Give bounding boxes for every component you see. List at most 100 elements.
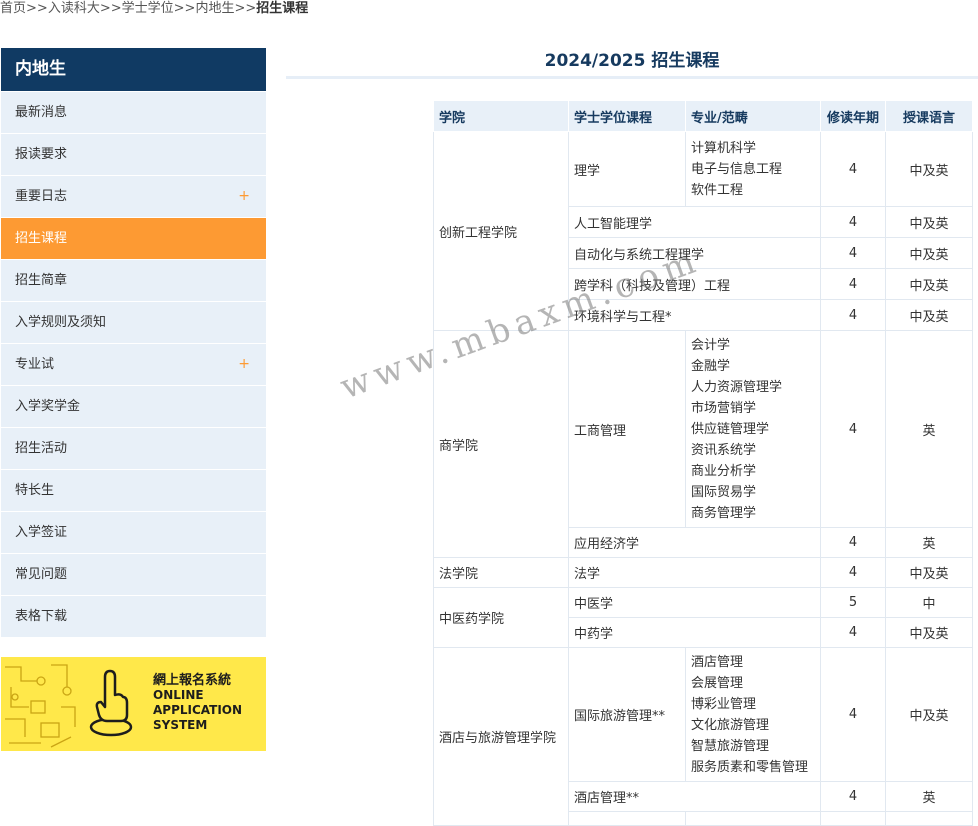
empty-cell	[568, 811, 686, 826]
major-item: 酒店管理	[691, 654, 744, 670]
language-cell: 中及英	[885, 299, 973, 331]
breadcrumb-separator: >>	[173, 1, 196, 16]
faculty-cell: 酒店与旅游管理学院	[433, 647, 569, 826]
sidebar-item-specialty-test[interactable]: 专业试 +	[1, 343, 266, 385]
sidebar-item-visa[interactable]: 入学签证	[1, 511, 266, 553]
programme-cell: 中药学	[568, 617, 821, 648]
breadcrumb-mainland-link[interactable]: 内地生	[195, 1, 235, 16]
table-row: 商学院 工商管理 会计学 金融学 人力资源管理学 市场营销学 供应链管理学 资讯…	[433, 330, 973, 558]
sidebar-title: 内地生	[1, 48, 266, 91]
sidebar-item-label: 重要日志	[15, 189, 68, 204]
programme-cell: 人工智能理学	[568, 206, 821, 238]
table-row: 人工智能理学 4 中及英	[434, 206, 973, 238]
programme-cell: 法学	[568, 557, 821, 588]
years-cell: 4	[820, 206, 886, 238]
language-cell: 中	[885, 587, 973, 618]
programme-cell: 环境科学与工程*	[568, 299, 821, 331]
table-row: 创新工程学院 理学 计算机科学 电子与信息工程 软件工程 4 中及英	[433, 131, 973, 331]
programme-cell: 酒店管理**	[568, 781, 821, 812]
major-item: 商务管理学	[691, 505, 757, 521]
breadcrumb-home-link[interactable]: 首页	[0, 1, 27, 16]
banner-title-en-line1: ONLINE	[153, 688, 204, 702]
empty-cell	[820, 811, 886, 826]
expand-plus-icon[interactable]: +	[238, 356, 250, 372]
years-cell: 4	[820, 131, 886, 207]
table-row: 自动化与系统工程理学 4 中及英	[434, 237, 973, 269]
language-cell: 中及英	[885, 268, 973, 300]
banner-title-en-line3: SYSTEM	[153, 718, 208, 732]
sidebar-item-faq[interactable]: 常见问题	[1, 553, 266, 595]
sidebar-item-activities[interactable]: 招生活动	[1, 427, 266, 469]
programme-cell: 工商管理	[568, 330, 686, 528]
major-item: 人力资源管理学	[691, 379, 783, 395]
programme-cell: 国际旅游管理**	[568, 647, 686, 782]
language-cell: 英	[885, 781, 973, 812]
table-row: 法学院 法学 4 中及英	[433, 557, 973, 588]
tech-pattern-icon	[5, 664, 76, 748]
breadcrumb-separator: >>	[26, 1, 48, 16]
major-item: 会计学	[691, 337, 731, 353]
empty-cell	[685, 811, 821, 826]
major-item: 国际贸易学	[691, 484, 757, 500]
expand-plus-icon[interactable]: +	[238, 188, 250, 204]
faculty-cell: 法学院	[433, 557, 569, 588]
language-cell: 中及英	[885, 206, 973, 238]
breadcrumb-separator: >>	[99, 1, 122, 16]
click-hand-icon	[89, 669, 133, 737]
programme-cell: 应用经济学	[568, 527, 821, 558]
faculty-cell: 中医药学院	[433, 587, 569, 648]
table-header-row: 学院 学士学位课程 专业/范畴 修读年期 授课语言	[433, 100, 973, 132]
sidebar: 内地生 最新消息 报读要求 重要日志 + 招生课程 招生简章 入学规则及须知 专业…	[1, 48, 266, 637]
sidebar-item-scholarship[interactable]: 入学奖学金	[1, 385, 266, 427]
major-item: 金融学	[691, 358, 731, 374]
header-major: 专业/范畴	[685, 100, 821, 132]
language-cell: 中及英	[885, 647, 973, 782]
sidebar-item-label: 入学规则及须知	[15, 315, 107, 330]
faculty-cell: 创新工程学院	[433, 131, 569, 331]
header-programme: 学士学位课程	[568, 100, 686, 132]
majors-cell: 会计学 金融学 人力资源管理学 市场营销学 供应链管理学 资讯系统学 商业分析学…	[685, 330, 821, 528]
sidebar-item-latest-news[interactable]: 最新消息	[1, 91, 266, 133]
sidebar-item-label: 报读要求	[15, 147, 68, 162]
online-application-banner[interactable]: 網上報名系統 ONLINE APPLICATION SYSTEM	[1, 657, 266, 751]
majors-cell: 计算机科学 电子与信息工程 软件工程	[685, 131, 821, 207]
faculty-cell: 商学院	[433, 330, 569, 558]
major-item: 服务质素和零售管理	[691, 759, 809, 775]
years-cell: 4	[820, 330, 886, 528]
sidebar-item-label: 最新消息	[15, 105, 68, 120]
programme-cell: 跨学科（科技及管理）工程	[568, 268, 821, 300]
table-row: 酒店管理** 4 英	[434, 781, 973, 812]
sidebar-item-label: 专业试	[15, 357, 55, 372]
sidebar-item-programmes[interactable]: 招生课程	[1, 217, 266, 259]
language-cell: 中及英	[885, 557, 973, 588]
breadcrumb-admission-link[interactable]: 入读科大	[47, 1, 100, 16]
major-item: 商业分析学	[691, 463, 757, 479]
sidebar-item-important-dates[interactable]: 重要日志 +	[1, 175, 266, 217]
sidebar-item-label: 特长生	[15, 483, 55, 498]
years-cell: 4	[820, 617, 886, 648]
sidebar-item-label: 常见问题	[15, 567, 68, 582]
years-cell: 4	[820, 527, 886, 558]
sidebar-item-prospectus[interactable]: 招生简章	[1, 259, 266, 301]
sidebar-item-requirements[interactable]: 报读要求	[1, 133, 266, 175]
banner-title-cn: 網上報名系統	[153, 673, 232, 688]
major-item: 资讯系统学	[691, 442, 757, 458]
sidebar-item-downloads[interactable]: 表格下载	[1, 595, 266, 637]
language-cell: 中及英	[885, 131, 973, 207]
sidebar-item-label: 招生课程	[15, 231, 68, 246]
sidebar-item-label: 入学奖学金	[15, 399, 81, 414]
header-faculty: 学院	[433, 100, 569, 132]
sidebar-menu: 最新消息 报读要求 重要日志 + 招生课程 招生简章 入学规则及须知 专业试 + 入…	[1, 91, 266, 637]
breadcrumb-bachelor-link[interactable]: 学士学位	[121, 1, 174, 16]
table-row: 跨学科（科技及管理）工程 4 中及英	[434, 268, 973, 300]
sidebar-item-talented-students[interactable]: 特长生	[1, 469, 266, 511]
years-cell: 4	[820, 268, 886, 300]
years-cell: 4	[820, 781, 886, 812]
programme-cell: 自动化与系统工程理学	[568, 237, 821, 269]
major-item: 计算机科学	[691, 140, 757, 156]
major-item: 市场营销学	[691, 400, 757, 416]
years-cell: 4	[820, 237, 886, 269]
language-cell: 英	[885, 527, 973, 558]
sidebar-item-admission-rules[interactable]: 入学规则及须知	[1, 301, 266, 343]
sidebar-item-label: 招生简章	[15, 273, 68, 288]
